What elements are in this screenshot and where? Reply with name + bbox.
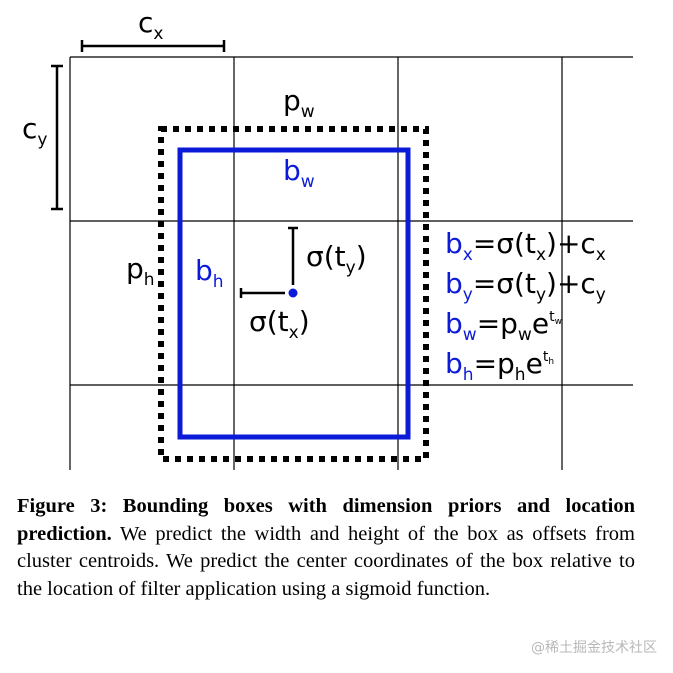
pw-label: pw: [283, 84, 315, 122]
bounding-box-diagram: cx cy pw ph bw bh σ(ty) σ(tx) bx=σ(tx)+c…: [22, 6, 633, 470]
equation-bw: bw=pwetw: [445, 307, 562, 345]
figure-caption: Figure 3: Bounding boxes with dimension …: [17, 493, 635, 603]
ph-label: ph: [126, 252, 155, 290]
bw-label: bw: [283, 154, 315, 192]
caption-label: Figure 3:: [17, 495, 108, 517]
cx-scale-bar: [80, 40, 226, 52]
predicted-box: [177, 147, 411, 440]
bh-label: bh: [195, 254, 224, 292]
sigma-ty-label: σ(ty): [306, 240, 367, 278]
sigma-tx-label: σ(tx): [249, 305, 310, 343]
ty-offset-bar: [288, 226, 298, 285]
center-point: [288, 288, 298, 298]
equations: bx=σ(tx)+cx by=σ(ty)+cy bw=pwetw bh=phet…: [445, 227, 606, 385]
cx-label: cx: [138, 6, 163, 44]
caption-body: We predict the width and height of the b…: [17, 522, 635, 600]
cy-label: cy: [22, 112, 47, 150]
prior-box: [158, 126, 429, 462]
watermark: @稀土掘金技术社区: [531, 640, 657, 656]
tx-offset-bar: [239, 288, 285, 298]
cy-scale-bar: [51, 64, 63, 211]
equation-bh: bh=pheth: [445, 347, 554, 385]
equation-bx: bx=σ(tx)+cx: [445, 227, 606, 265]
caption-title: Bounding boxes with dimension priors and…: [17, 495, 635, 545]
equation-by: by=σ(ty)+cy: [445, 267, 606, 305]
